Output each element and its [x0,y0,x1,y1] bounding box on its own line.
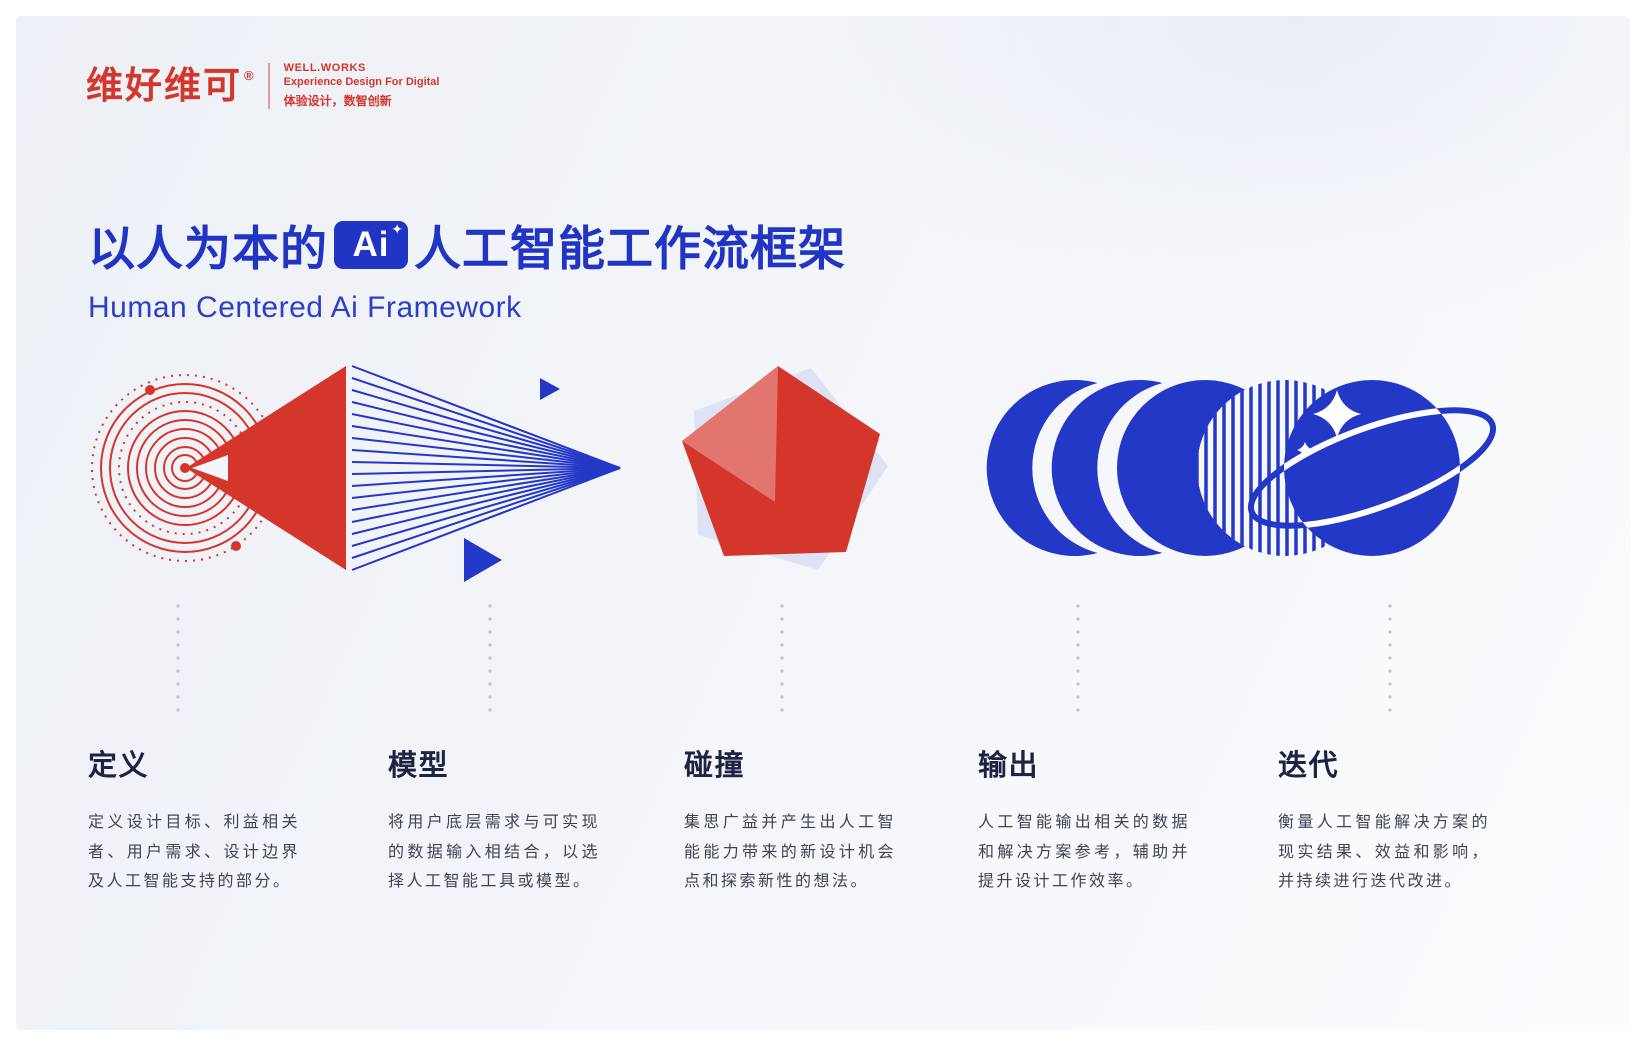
logo-divider [267,62,270,109]
dotted-connector [1388,604,1392,716]
registered-mark: ® [244,68,256,83]
planet-ring-front [1284,407,1460,529]
dotted-connector [1076,604,1080,716]
ai-badge-label: Ai [352,224,390,264]
step-title: 碰撞 [684,750,746,782]
sparkle-star-small-icon [1297,442,1313,458]
step-description: 将用户底层需求与可实现的数据输入相结合，以选择人工智能工具或模型。 [388,814,600,891]
title-suffix: 人工智能工作流框架 [414,222,846,275]
logo-tagline-cn: 体验设计，数智创新 [283,94,392,108]
logo-wordmark-text: 维好维可 [86,65,242,106]
define-target-rings-graphic [91,366,346,570]
step-description: 集思广益并产生出人工智能能力带来的新设计机会点和探索新性的想法。 [684,814,896,891]
step-column-output: 输出 人工智能输出相关的数据和解决方案参考，辅助并提升设计工作效率。 [978,742,1190,897]
logo-tagline-en-2: Experience Design For Digital [283,76,440,88]
step-column-collide: 碰撞 集思广益并产生出人工智能能力带来的新设计机会点和探索新性的想法。 [684,742,896,897]
step-column-model: 模型 将用户底层需求与可实现的数据输入相结合，以选择人工智能工具或模型。 [388,742,600,897]
collide-pentagon-graphic [682,366,888,570]
brand-logo: 维好维可® WELL.WORKS Experience Design For D… [86,62,439,109]
step-column-define: 定义 定义设计目标、利益相关者、用户需求、设计边界及人工智能支持的部分。 [88,742,300,897]
page-title: 以人为本的 Ai ✦ 人工智能工作流框架 [88,210,846,279]
dotted-connector [780,604,784,716]
step-title: 输出 [978,750,1040,782]
dotted-connector [488,604,492,716]
page-subtitle: Human Centered Ai Framework [88,291,522,324]
step-description: 衡量人工智能解决方案的现实结果、效益和影响，并持续进行迭代改进。 [1278,814,1490,891]
step-description: 人工智能输出相关的数据和解决方案参考，辅助并提升设计工作效率。 [978,814,1190,891]
ai-badge: Ai ✦ [334,220,408,269]
step-title: 迭代 [1278,750,1340,782]
sparkle-star-icon [1313,390,1361,438]
logo-wordmark: 维好维可® [86,67,256,104]
logo-tagline-en-1: WELL.WORKS [283,62,366,74]
title-block: 以人为本的 Ai ✦ 人工智能工作流框架 Human Centered Ai F… [88,210,846,325]
model-converging-lines-graphic [351,365,621,582]
title-prefix: 以人为本的 [88,222,328,275]
dotted-connector [176,604,180,716]
step-column-iterate: 迭代 衡量人工智能解决方案的现实结果、效益和影响，并持续进行迭代改进。 [1278,742,1490,897]
planet [1284,380,1460,556]
framework-graphics [91,365,1497,582]
step-description: 定义设计目标、利益相关者、用户需求、设计边界及人工智能支持的部分。 [88,814,300,891]
sparkle-icon: ✦ [391,220,404,237]
iterate-striped-circle-planet-graphic [1197,380,1497,556]
logo-taglines: WELL.WORKS Experience Design For Digital… [284,62,440,109]
step-title: 定义 [88,750,150,782]
step-title: 模型 [388,750,450,782]
